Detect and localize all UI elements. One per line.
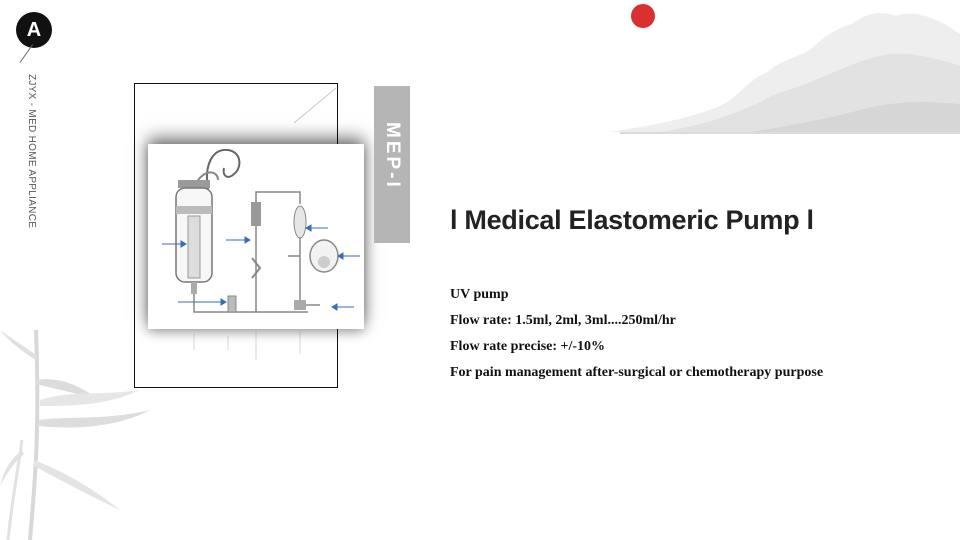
reflection-lines bbox=[193, 332, 301, 360]
frame-diagonal-line bbox=[293, 87, 337, 124]
model-tab-label: MEP-I bbox=[382, 122, 403, 190]
ink-mountains-icon bbox=[610, 13, 960, 134]
red-sun-icon bbox=[631, 4, 655, 28]
product-image bbox=[148, 144, 364, 329]
section-badge: A bbox=[16, 12, 52, 48]
ink-bamboo-icon bbox=[0, 329, 150, 540]
spec-type: UV pump bbox=[450, 287, 509, 302]
elastomeric-pump-diagram bbox=[162, 148, 360, 313]
spec-purpose: For pain management after-surgical or ch… bbox=[450, 365, 824, 380]
spec-list: UV pump Flow rate: 1.5ml, 2ml, 3ml....25… bbox=[450, 285, 823, 389]
badge-divider bbox=[19, 44, 34, 63]
badge-letter: A bbox=[26, 18, 42, 41]
product-image-reflection bbox=[148, 330, 364, 370]
model-tab: MEP-I bbox=[374, 86, 410, 243]
product-title: l Medical Elastomeric Pump l bbox=[450, 205, 814, 235]
brand-vertical-text: ZJYX - MED HOME APPLIANCE bbox=[26, 74, 37, 229]
spec-flow-precision: Flow rate precise: +/-10% bbox=[450, 339, 606, 354]
spec-flow-rate: Flow rate: 1.5ml, 2ml, 3ml....250ml/hr bbox=[450, 313, 676, 328]
